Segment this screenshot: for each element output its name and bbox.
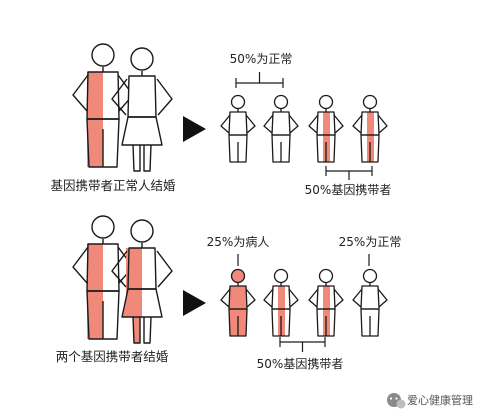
child-figure-4-normal bbox=[352, 268, 388, 337]
caption-bottom: 两个基因携带者结婚 bbox=[56, 349, 169, 364]
parent-couple-bottom bbox=[72, 215, 173, 344]
label-normal-top: 50%为正常 bbox=[230, 52, 293, 66]
bracket-carrier-top bbox=[325, 166, 373, 180]
label-carrier-bottom: 50%基因携带者 bbox=[257, 356, 344, 371]
mother-figure bbox=[111, 219, 173, 344]
caption-top: 基因携带者正常人结婚 bbox=[50, 178, 176, 193]
watermark-text: 爱心健康管理 bbox=[407, 393, 473, 407]
children-group-bottom bbox=[220, 268, 388, 337]
child-figure-1-normal bbox=[220, 94, 256, 163]
arrow-bottom-icon bbox=[183, 290, 206, 316]
child-figure-2-normal bbox=[263, 94, 299, 163]
child-figure-4-carrier bbox=[352, 94, 388, 163]
wechat-icon bbox=[387, 393, 406, 409]
label-normal-bottom: 25%为正常 bbox=[339, 235, 402, 249]
child-figure-3-carrier bbox=[308, 94, 344, 163]
child-figure-3-carrier bbox=[308, 268, 344, 337]
father-figure bbox=[72, 43, 134, 168]
panel-top: 50%为正常 50%基因携带者 基因携带者正常人结婚 bbox=[50, 43, 392, 197]
children-group-top bbox=[220, 94, 388, 163]
bracket-carrier-bottom bbox=[279, 337, 326, 352]
child-figure-1-sick bbox=[220, 268, 256, 337]
father-figure bbox=[72, 215, 134, 340]
label-carrier-top: 50%基因携带者 bbox=[305, 182, 392, 197]
label-sick-bottom: 25%为病人 bbox=[207, 234, 270, 249]
watermark: 爱心健康管理 bbox=[387, 393, 473, 409]
panel-bottom: 25%为病人 25%为正常 50%基因携带者 两个基因携带者结婚 bbox=[56, 215, 402, 371]
arrow-top-icon bbox=[183, 116, 206, 142]
bracket-normal-top bbox=[235, 72, 284, 88]
child-figure-2-carrier bbox=[263, 268, 299, 337]
parent-couple-top bbox=[72, 43, 173, 172]
mother-figure bbox=[111, 47, 173, 172]
